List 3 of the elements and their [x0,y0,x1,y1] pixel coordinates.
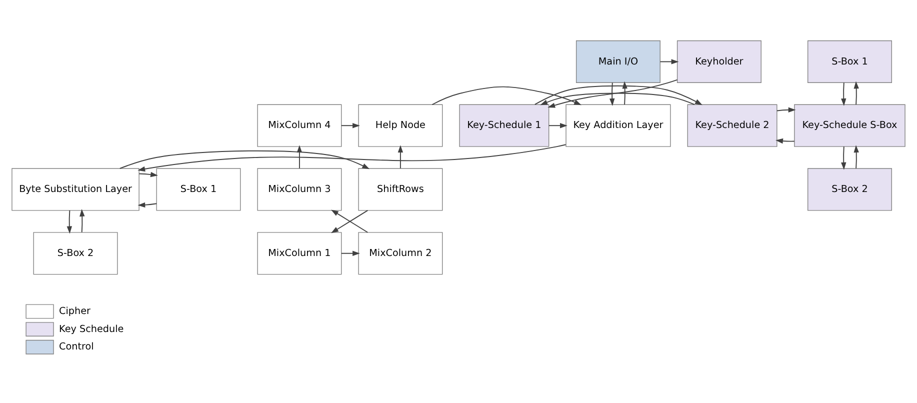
legend-label: Control [59,342,94,353]
legend-label: Key Schedule [59,324,124,335]
legend-label: Cipher [59,306,90,317]
